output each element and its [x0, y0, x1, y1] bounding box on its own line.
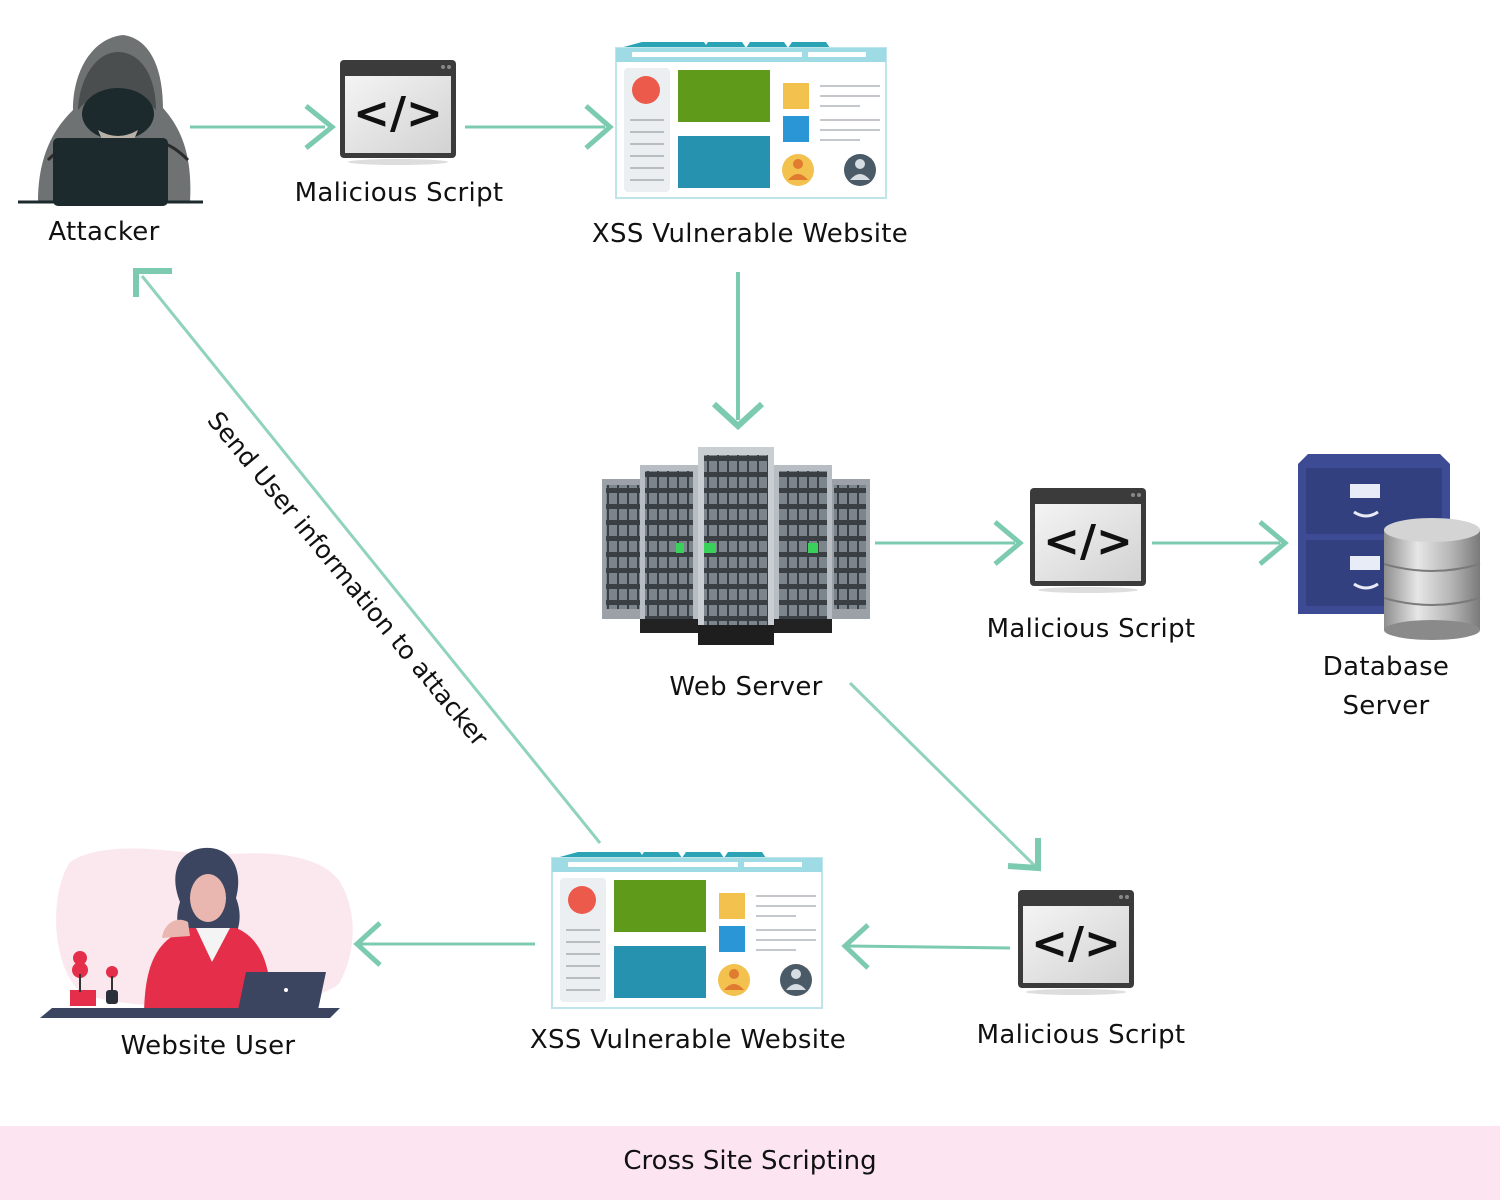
woman-at-laptop-icon [40, 847, 353, 1018]
send-info-edge-label: Send User information to attacker [201, 405, 494, 752]
plant-left [70, 951, 96, 1006]
arrow-webserver-to-script-bottom [848, 681, 1041, 872]
rack-left [640, 465, 698, 633]
svg-text:</>: </> [1043, 516, 1133, 567]
script-top-label: Malicious Script [294, 178, 504, 208]
website-bottom-node [548, 850, 824, 1010]
web-server-label: Web Server [669, 672, 823, 702]
attacker-node [18, 30, 203, 210]
arrow-website-to-user [353, 921, 535, 967]
database-node [1292, 452, 1488, 642]
script-mid-node: </> [1028, 486, 1148, 594]
diagram-title: Cross Site Scripting [623, 1146, 877, 1176]
web-server-node [598, 443, 874, 648]
rack-far-left [602, 479, 644, 619]
arrow-user-info-to-attacker [133, 268, 602, 844]
code-window-icon: </> [1018, 890, 1134, 995]
database-label-line2: Server [1342, 691, 1430, 721]
rack-center [698, 447, 774, 645]
arrow-webserver-to-script [875, 520, 1024, 566]
website-bottom-label: XSS Vulnerable Website [529, 1025, 847, 1055]
hooded-hacker-icon [18, 35, 203, 206]
svg-text:</>: </> [353, 88, 443, 139]
attacker-label: Attacker [48, 217, 160, 247]
website-layout-icon [551, 852, 823, 1009]
server-racks-icon [602, 447, 870, 645]
user-node [40, 842, 360, 1018]
svg-text:</>: </> [1031, 918, 1121, 969]
user-label: Website User [120, 1031, 296, 1061]
rack-right [774, 465, 832, 633]
arrow-attacker-to-script [190, 104, 336, 150]
arrow-website-to-webserver [711, 272, 765, 431]
rack-far-right [830, 479, 870, 619]
arrow-script-to-website [465, 104, 614, 150]
database-label-line1: Database [1322, 652, 1450, 682]
arrow-script-to-database [1152, 520, 1289, 566]
code-window-icon: </> [340, 60, 456, 165]
website-layout-icon [615, 42, 887, 199]
script-mid-label: Malicious Script [986, 614, 1196, 644]
website-top-node [612, 40, 888, 200]
plant-right [106, 966, 118, 1004]
script-bottom-node: </> [1016, 888, 1136, 996]
code-window-icon: </> [1030, 488, 1146, 593]
script-top-node: </> [338, 58, 458, 166]
database-cabinet-icon [1298, 454, 1481, 640]
footer-banner: Cross Site Scripting [0, 1126, 1500, 1200]
arrow-script-to-website-bottom [841, 923, 1011, 970]
script-bottom-label: Malicious Script [976, 1020, 1186, 1050]
website-top-label: XSS Vulnerable Website [591, 219, 909, 249]
